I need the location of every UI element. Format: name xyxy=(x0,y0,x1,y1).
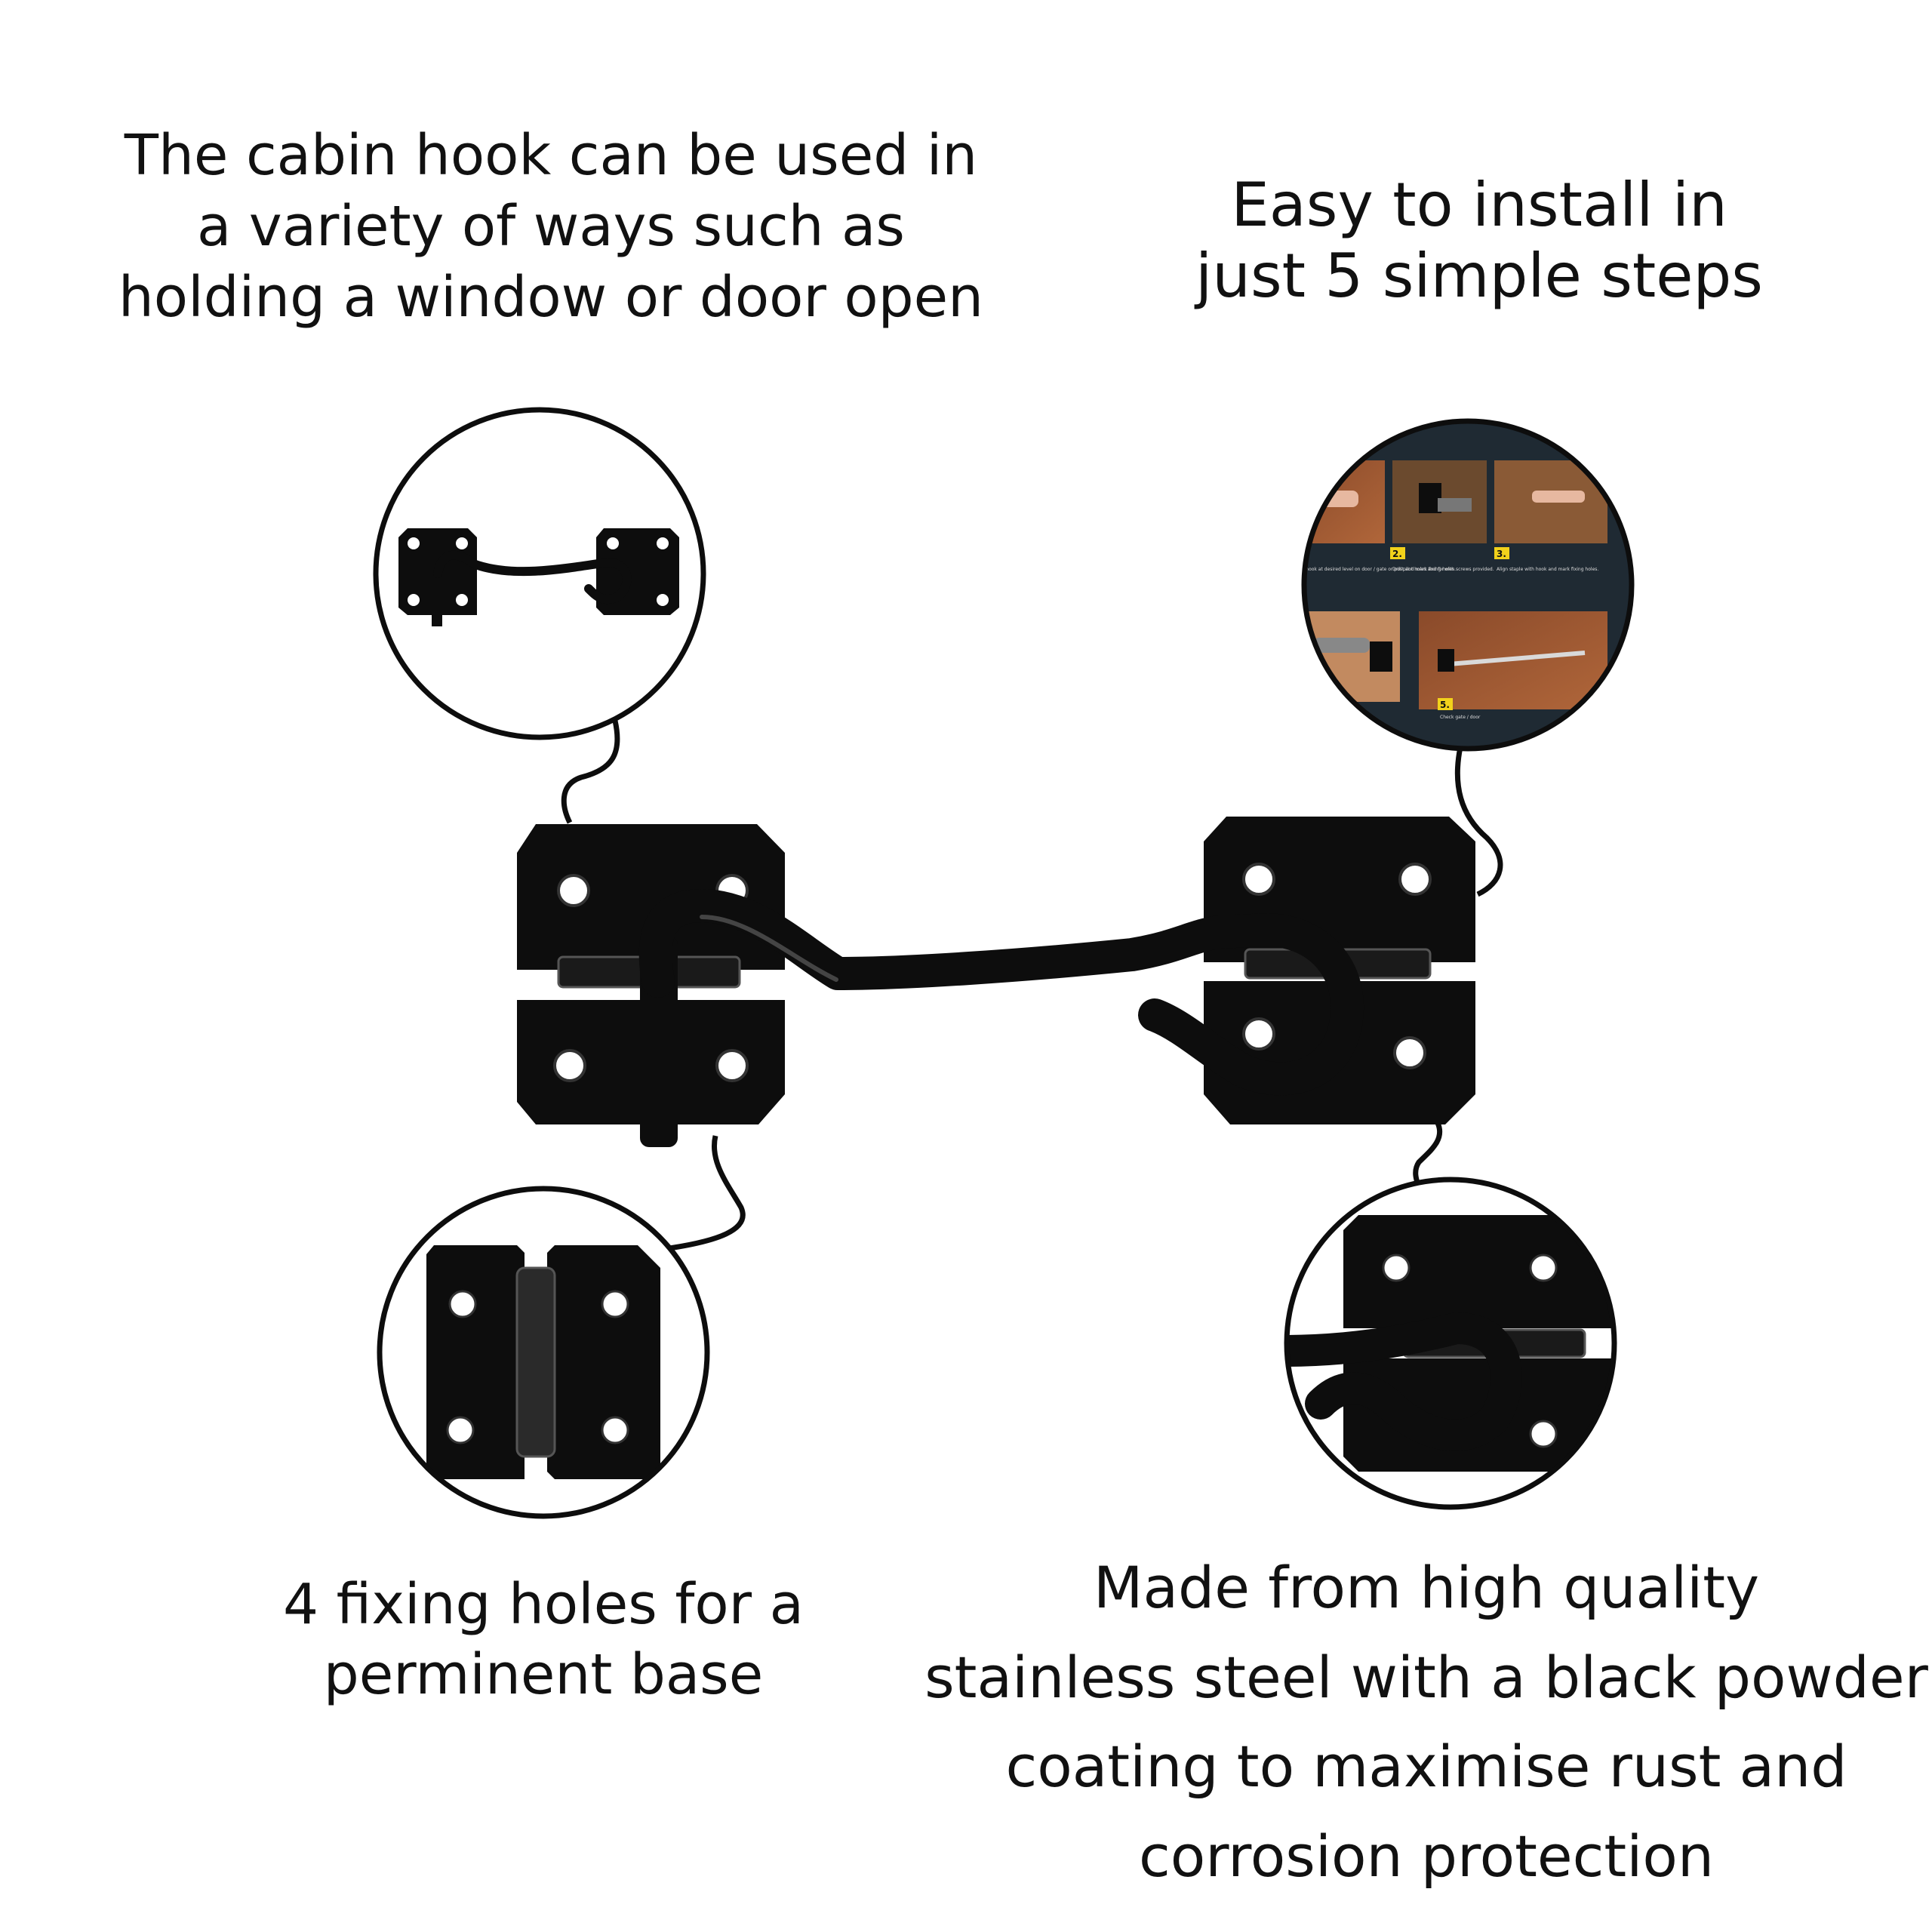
caption-install-line-2: just 5 simple steps xyxy=(1195,241,1763,312)
callout-hook-assembled xyxy=(373,407,706,740)
caption-install-line-1: Easy to install in xyxy=(1231,170,1727,240)
caption-usage-line-3: holding a window or door open xyxy=(118,264,984,330)
caption-material-line-4: corrosion protection xyxy=(1138,1822,1715,1890)
step-5-number: 5. xyxy=(1440,700,1450,710)
caption-material-line-1: Made from high quality xyxy=(1093,1554,1760,1621)
caption-usage-line-1: The cabin hook can be used in xyxy=(124,123,978,188)
staple-plate-left xyxy=(517,824,785,1147)
step-1-text: Position hook at desired level on door /… xyxy=(1287,567,1456,572)
caption-material: Made from high quality stainless steel w… xyxy=(921,1543,1932,1901)
caption-usage: The cabin hook can be used in a variety … xyxy=(45,121,1057,334)
connector-top-right xyxy=(1454,746,1503,897)
connector-bottom-left xyxy=(663,1135,746,1252)
callout-fixing-plate xyxy=(377,1186,710,1519)
caption-usage-line-2: a variety of ways such as xyxy=(197,193,905,259)
caption-material-line-3: coating to maximise rust and xyxy=(1005,1733,1847,1801)
caption-fixing-holes: 4 fixing holes for a perminent base xyxy=(226,1570,860,1709)
step-5-text: Check gate / door xyxy=(1440,715,1481,720)
cabin-hook-main xyxy=(517,817,1475,1147)
step-3-text: Align staple with hook and mark fixing h… xyxy=(1497,567,1598,572)
step-2-text: Drill pilot holes and fix with screws pr… xyxy=(1392,567,1494,572)
step-3-number: 3. xyxy=(1497,549,1506,559)
step-2-number: 2. xyxy=(1392,549,1402,559)
caption-install: Easy to install in just 5 simple steps xyxy=(1132,170,1826,312)
caption-fixing-holes-line-2: perminent base xyxy=(323,1641,764,1707)
callout-coating-closeup xyxy=(1284,1177,1617,1510)
caption-fixing-holes-line-1: 4 fixing holes for a xyxy=(283,1572,804,1637)
connector-top-left xyxy=(561,720,620,824)
hook-bar xyxy=(638,889,1364,1096)
step-1-number: 1. xyxy=(1289,549,1299,559)
caption-material-line-2: stainless steel with a black powder xyxy=(924,1643,1928,1711)
callout-install-steps: 1. 2. 3. Position hook at desired level … xyxy=(1287,418,1635,752)
